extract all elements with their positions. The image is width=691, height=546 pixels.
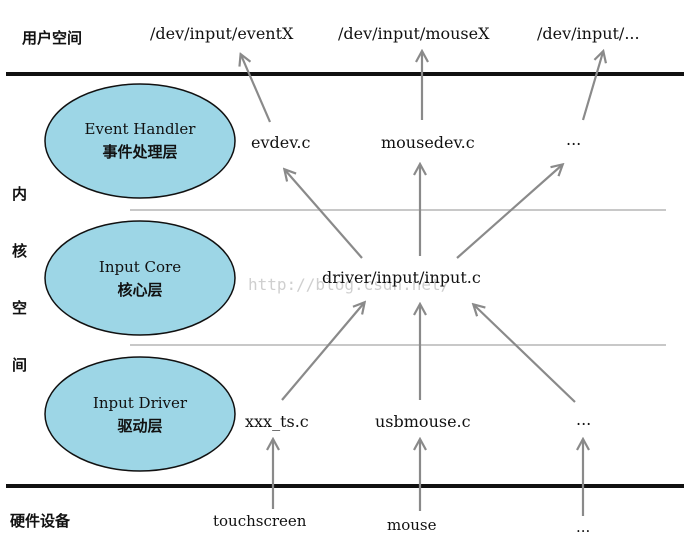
driver-xxx-ts: xxx_ts.c <box>245 412 309 431</box>
user-space-label: 用户空间 <box>22 30 83 47</box>
arrow-handler-etc-to-dev-etc <box>581 52 603 121</box>
user-path-etc: /dev/input/... <box>537 24 640 43</box>
kernel-space-char-1: 内 <box>12 186 28 203</box>
handler-mousedev: mousedev.c <box>381 133 475 152</box>
handler-etc: ... <box>566 130 582 149</box>
input-driver-layer-label: Input Driver 驱动层 <box>45 391 235 439</box>
driver-usbmouse: usbmouse.c <box>375 412 471 431</box>
kernel-space-char-2: 核 <box>12 243 28 260</box>
kernel-space-char-4: 间 <box>12 357 28 374</box>
input-core-en: Input Core <box>98 258 182 276</box>
event-handler-en: Event Handler <box>84 120 196 138</box>
event-handler-ellipse <box>44 83 236 199</box>
event-handler-layer-label: Event Handler 事件处理层 <box>45 117 235 165</box>
input-driver-ellipse <box>44 356 236 472</box>
kernel-space-char-3: 空 <box>12 300 28 317</box>
user-path-mouseX: /dev/input/mouseX <box>338 24 490 43</box>
arrow-core-to-handler-etc <box>456 165 562 259</box>
core-input-c: driver/input/input.c <box>322 268 481 287</box>
input-core-layer-label: Input Core 核心层 <box>45 255 235 303</box>
handler-evdev: evdev.c <box>251 133 311 152</box>
input-driver-cn: 驱动层 <box>117 418 163 435</box>
arrow-evdev-to-eventX <box>241 55 272 123</box>
device-mouse: mouse <box>387 516 437 534</box>
input-driver-en: Input Driver <box>92 394 188 412</box>
arrow-core-to-evdev <box>285 170 363 259</box>
device-etc: ... <box>576 518 591 536</box>
input-core-cn: 核心层 <box>117 282 163 299</box>
user-path-eventX: /dev/input/eventX <box>150 24 294 43</box>
watermark: http://blog.csdn.net/ <box>248 275 451 294</box>
arrow-xxx-ts-to-core <box>281 303 364 401</box>
driver-etc: ... <box>576 410 592 429</box>
hardware-label: 硬件设备 <box>10 513 71 530</box>
input-core-ellipse <box>44 220 236 336</box>
arrow-driver-etc-to-core <box>474 305 576 403</box>
event-handler-cn: 事件处理层 <box>102 144 178 161</box>
device-touchscreen: touchscreen <box>213 512 307 530</box>
